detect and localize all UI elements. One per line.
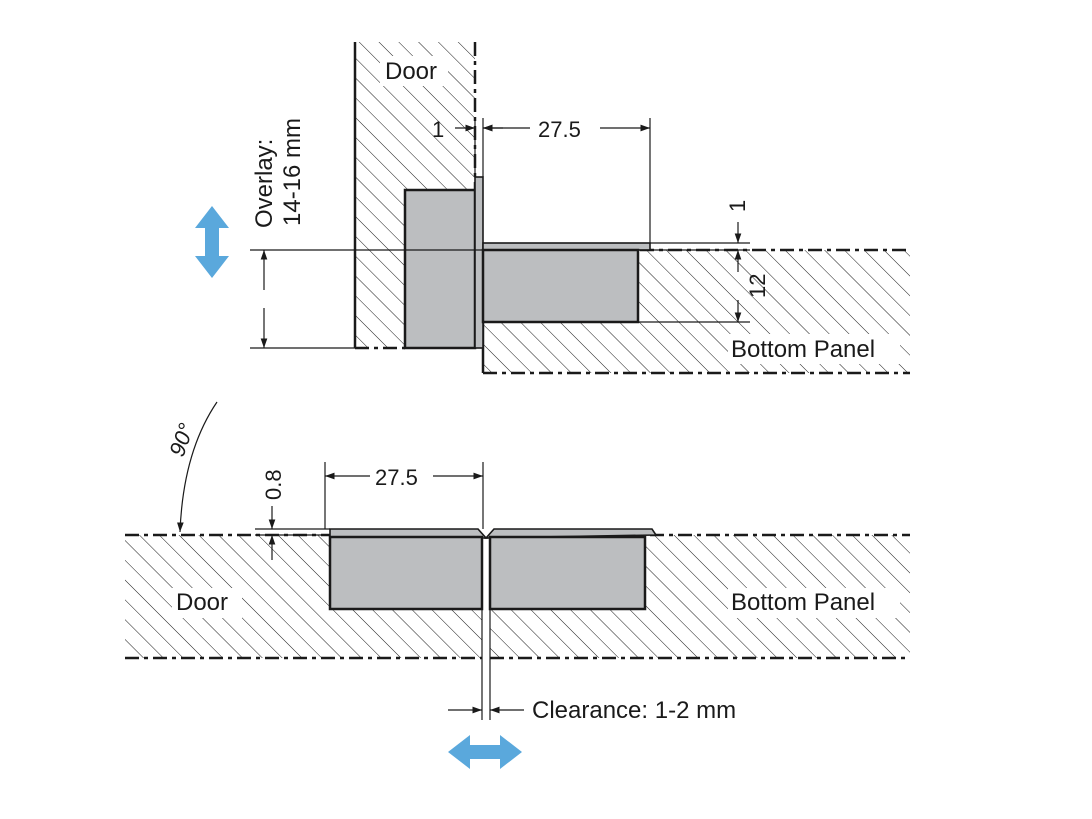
- dim-recess-depth: 12: [745, 274, 770, 298]
- door-label-bottom: Door: [176, 589, 228, 616]
- overlay-label-line2: 14-16 mm: [279, 118, 306, 226]
- double-arrow-horizontal-icon: [448, 735, 522, 769]
- bottom-panel-label-top: Bottom Panel: [731, 336, 875, 363]
- dim-width-bottom: 27.5: [375, 465, 418, 490]
- bottom-view: 27.5 0.8 90° Clearance: 1-2 mm Door Bott…: [125, 401, 910, 769]
- door-label-top: Door: [385, 58, 437, 85]
- bottom-panel-label-bottom: Bottom Panel: [731, 589, 875, 616]
- double-arrow-vertical-icon: [195, 206, 229, 278]
- clearance-label: Clearance: 1-2 mm: [532, 697, 736, 724]
- overlay-label-line1: Overlay:: [251, 139, 278, 228]
- dim-gap-top: 1: [432, 117, 444, 142]
- top-view: 1 27.5 1 12 Overlay: 14-16 mm Door Botto…: [195, 42, 910, 375]
- angle-label: 90°: [164, 420, 199, 460]
- dim-plate-thickness: 1: [725, 200, 750, 212]
- dim-plate-thickness-bottom: 0.8: [261, 469, 286, 500]
- dim-width-top: 27.5: [538, 117, 581, 142]
